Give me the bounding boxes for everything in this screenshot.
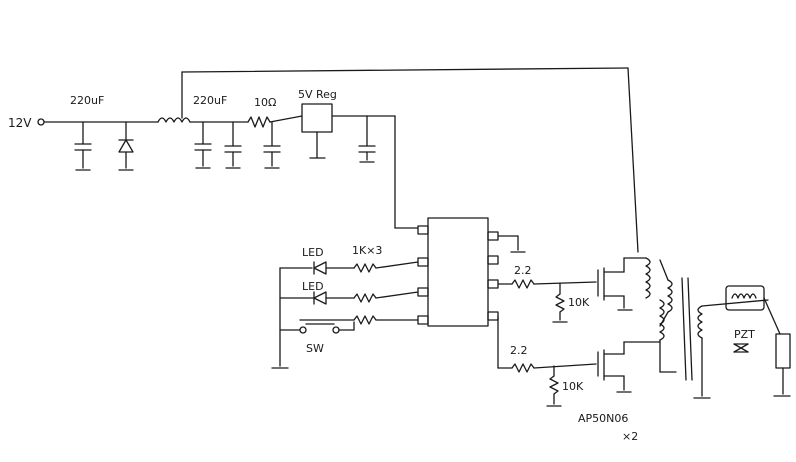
label-cap-1: 220uF xyxy=(70,94,104,107)
rail-wire-3 xyxy=(269,115,303,123)
driver-ic xyxy=(417,217,526,327)
label-led-1: LED xyxy=(302,246,324,259)
input-terminal xyxy=(37,118,45,126)
label-led-2: LED xyxy=(302,280,324,293)
regulator-5v xyxy=(301,103,333,133)
label-mosfet-qty: ×2 xyxy=(622,430,638,443)
label-gate-resistor-top: 2.2 xyxy=(514,264,532,277)
supply-rail xyxy=(37,103,419,229)
input-inductor xyxy=(157,117,191,123)
gate-drive-top xyxy=(497,257,647,323)
label-led-resistors: 1K×3 xyxy=(352,244,382,257)
led-section xyxy=(271,261,419,369)
top-feedback-wire xyxy=(181,67,639,253)
label-gate-resistor-bottom: 2.2 xyxy=(510,344,528,357)
label-pulldown-bottom: 10K xyxy=(562,380,584,393)
label-regulator: 5V Reg xyxy=(298,88,337,101)
piezo-section xyxy=(725,285,791,397)
resistor-10-ohm xyxy=(247,116,271,128)
label-switch: SW xyxy=(306,342,324,355)
label-resistor-10: 10Ω xyxy=(254,96,276,109)
label-input-voltage: 12V xyxy=(8,116,32,130)
label-piezo: PZT xyxy=(734,328,755,341)
transformer xyxy=(645,257,769,399)
gate-drive-bottom xyxy=(497,315,661,407)
label-pulldown-top: 10K xyxy=(568,296,590,309)
label-mosfet-part: AP50N06 xyxy=(578,412,628,425)
filter-capacitors xyxy=(74,115,376,171)
label-cap-2: 220uF xyxy=(193,94,227,107)
